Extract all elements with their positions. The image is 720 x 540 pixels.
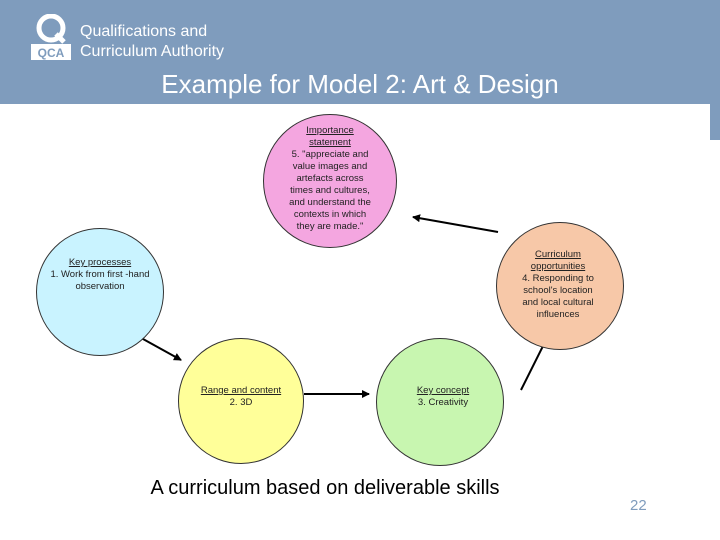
header-edge [710,0,720,140]
importance-statement-node: Importance statement 5. "appreciate and … [263,114,397,248]
header-band [0,0,720,104]
node-title: Key concept [416,385,470,396]
node-text: 3. Creativity [417,397,469,408]
node-text: 1. Work from first -hand observation [50,269,150,292]
arrow-concept-to-curriculum [520,339,547,391]
range-and-content-node: Range and content 2. 3D [178,338,304,464]
logo-letters: QCA [38,46,65,60]
slide-title: Example for Model 2: Art & Design [161,69,559,99]
page-number: 22 [630,497,647,514]
qca-logo-icon: QCA [31,14,71,60]
key-processes-node: Key processes 1. Work from first -hand o… [36,228,164,356]
curriculum-opportunities-node: Curriculum opportunities 4. Responding t… [496,222,624,350]
org-name-line2: Curriculum Authority [80,43,225,60]
slide-caption: A curriculum based on deliverable skills [150,477,500,499]
node-title: Key processes [68,257,132,268]
key-concept-node: Key concept 3. Creativity [376,338,504,466]
org-name-line1: Qualifications and [80,23,208,40]
node-text: 2. 3D [229,397,253,408]
node-title: Curriculum opportunities [530,249,586,272]
node-title: Importance statement [306,125,354,148]
node-text: 5. "appreciate and value images and arte… [289,149,371,232]
org-name: Qualifications and Curriculum Authority [80,22,224,62]
node-title: Range and content [200,385,282,396]
arrow-curriculum-to-importance [412,214,499,233]
node-text: 4. Responding to school's location and l… [522,273,594,320]
